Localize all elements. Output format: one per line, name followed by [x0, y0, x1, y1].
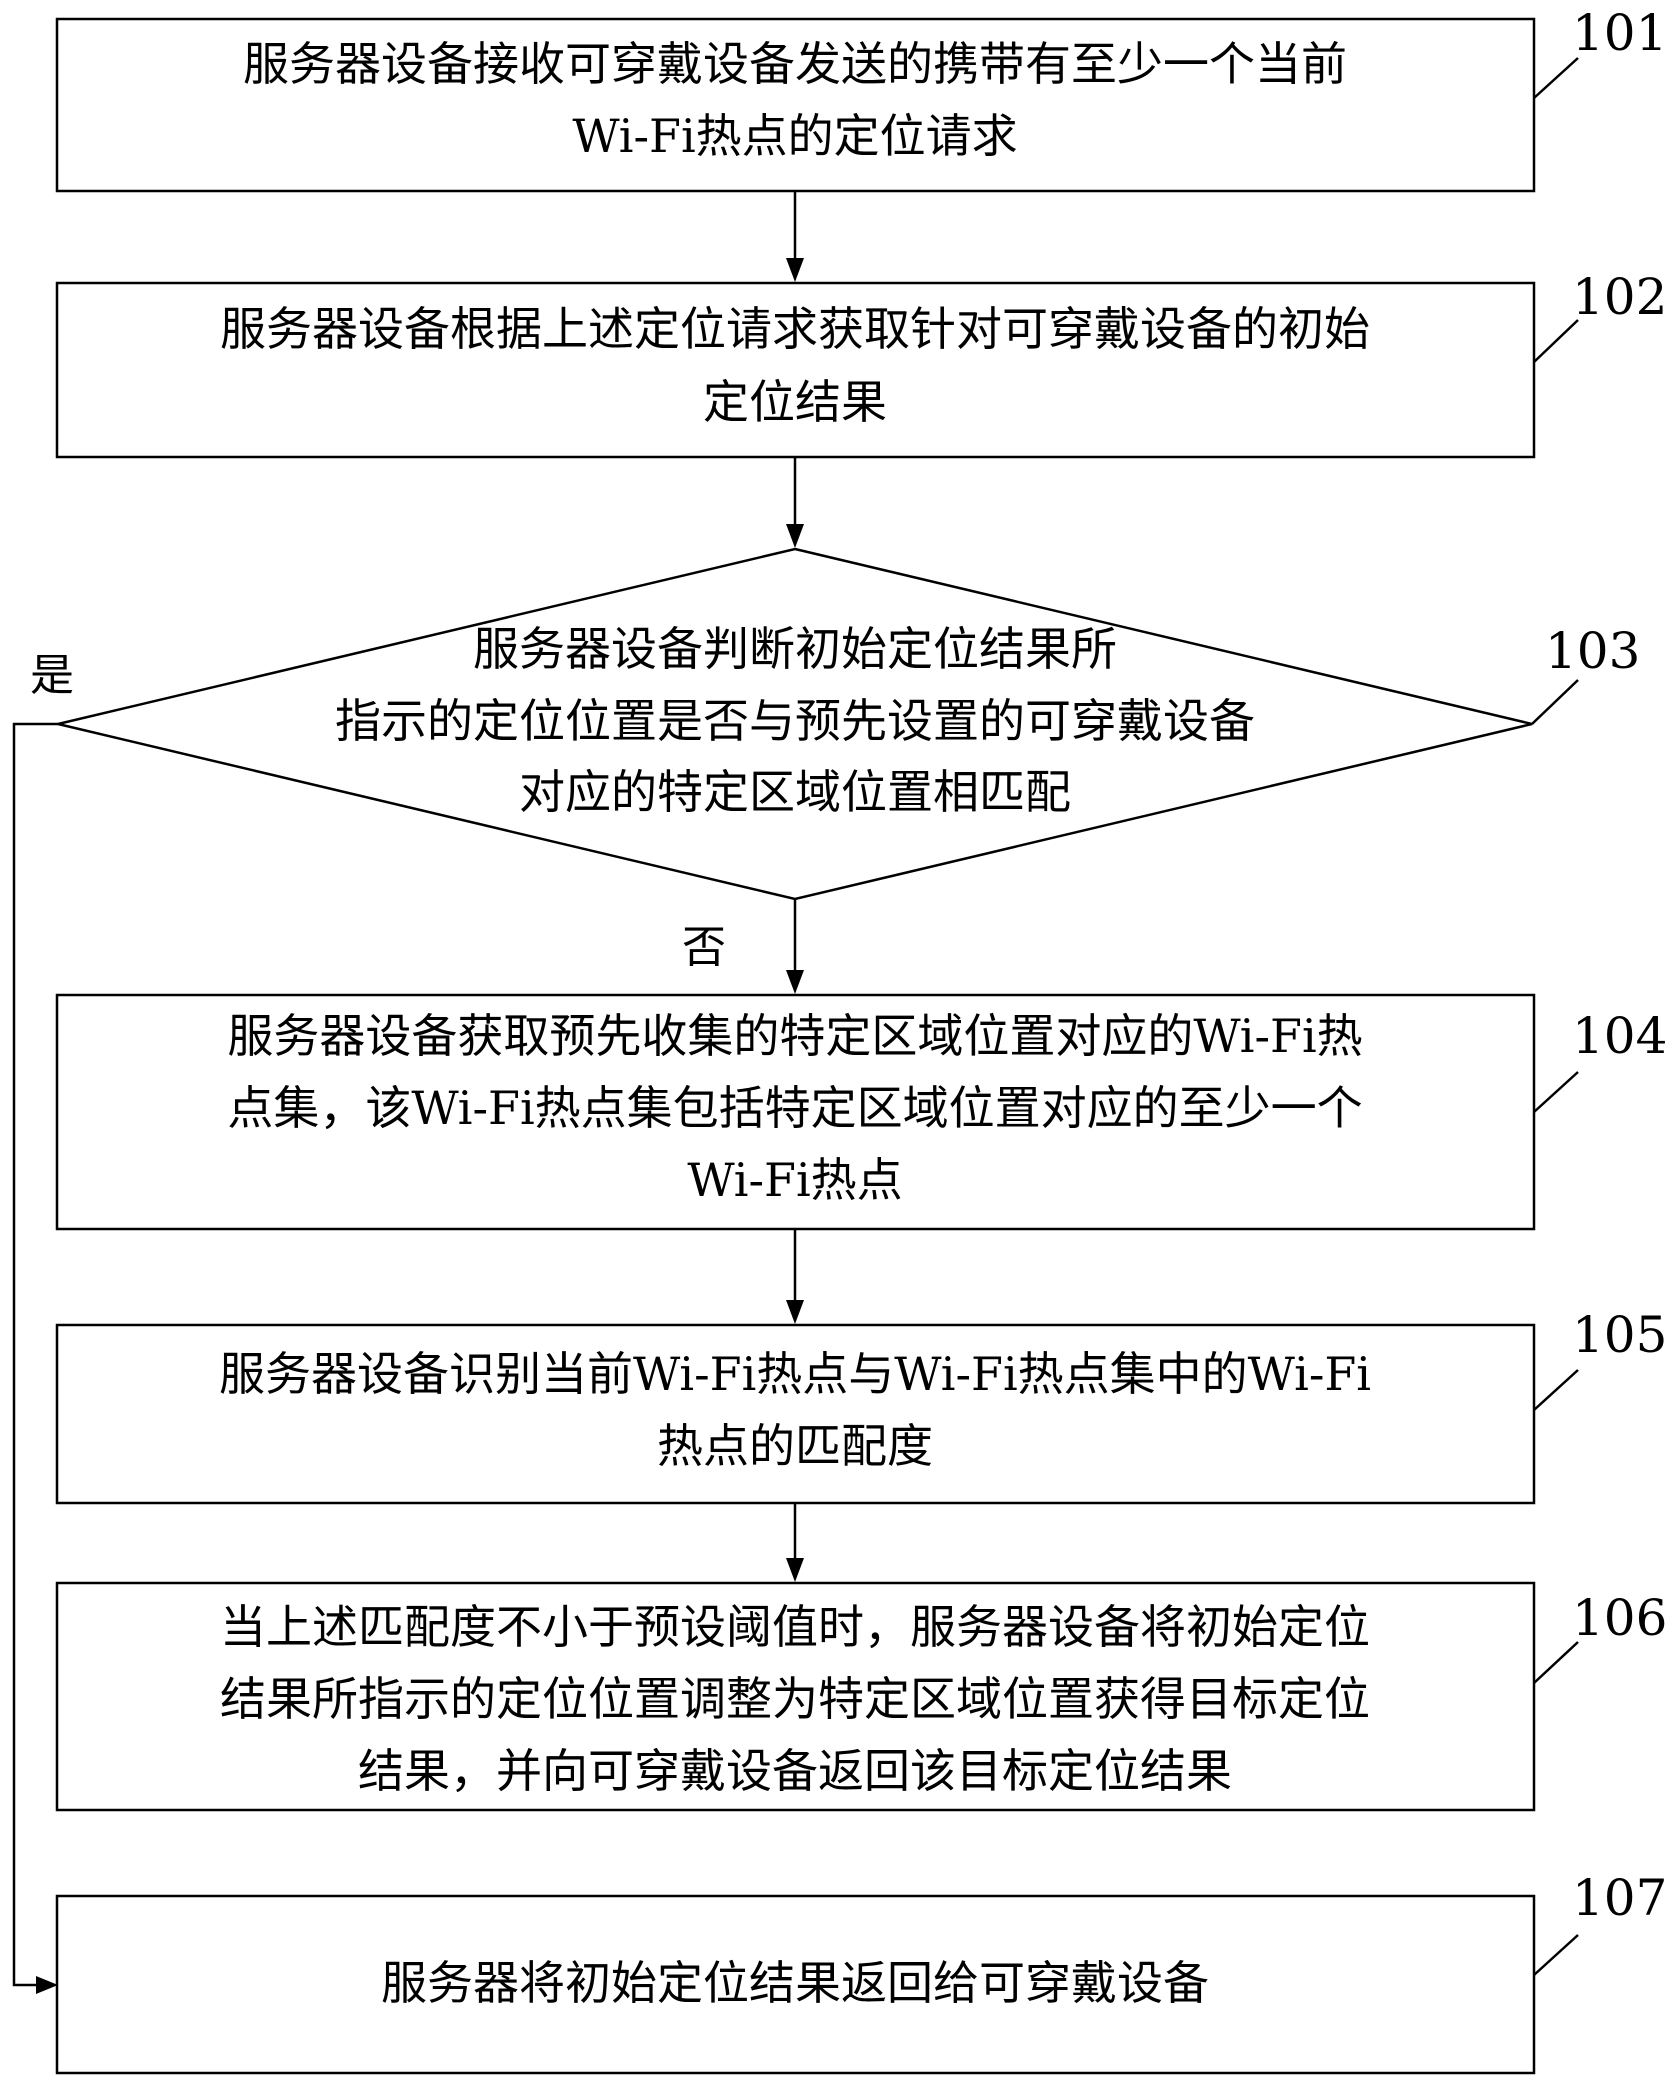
- decision-103: 服务器设备判断初始定位结果所 指示的定位位置是否与预先设置的可穿戴设备 对应的特…: [57, 547, 1533, 901]
- step-105-box: [55, 1323, 1536, 1505]
- step-101-line-2: Wi-Fi热点的定位请求: [572, 109, 1017, 163]
- decision-103-line-1: 服务器设备判断初始定位结果所: [473, 622, 1117, 676]
- step-104-box: [55, 993, 1536, 1231]
- step-105-number: 105: [1572, 1306, 1667, 1364]
- no-branch-label: 否: [682, 922, 726, 973]
- yes-branch-path: [12, 722, 58, 1987]
- step-105-line-2: 热点的匹配度: [657, 1419, 933, 1473]
- step-107-number: 107: [1572, 1869, 1667, 1927]
- arrow-105-106-head: [786, 1558, 804, 1582]
- yes-branch-arrowhead: [36, 1976, 58, 1994]
- step-106-box: [55, 1581, 1536, 1812]
- step-106-leader: [1533, 1641, 1579, 1684]
- step-101-line-1: 服务器设备接收可穿戴设备发送的携带有至少一个当前: [243, 37, 1347, 91]
- yes-branch-label: 是: [30, 650, 74, 701]
- step-106: 当上述匹配度不小于预设阈值时，服务器设备将初始定位 结果所指示的定位位置调整为特…: [55, 1581, 1536, 1812]
- step-105: 服务器设备识别当前Wi-Fi热点与Wi-Fi热点集中的Wi-Fi 热点的匹配度: [55, 1323, 1536, 1505]
- step-104-line-2: 点集，该Wi-Fi热点集包括特定区域位置对应的至少一个: [227, 1081, 1362, 1135]
- step-104-line-3: Wi-Fi热点: [687, 1153, 902, 1207]
- step-102-leader: [1533, 319, 1579, 363]
- step-102-line-2: 定位结果: [703, 375, 887, 429]
- step-106-line-2: 结果所指示的定位位置调整为特定区域位置获得目标定位: [220, 1672, 1370, 1726]
- decision-103-line-2: 指示的定位位置是否与预先设置的可穿戴设备: [335, 694, 1255, 748]
- step-102-box: [55, 281, 1536, 459]
- step-107-line-1: 服务器将初始定位结果返回给可穿戴设备: [381, 1956, 1209, 2010]
- step-105-line-1: 服务器设备识别当前Wi-Fi热点与Wi-Fi热点集中的Wi-Fi: [219, 1347, 1371, 1401]
- step-106-number: 106: [1572, 1589, 1667, 1647]
- step-101-number: 101: [1572, 4, 1667, 62]
- step-107-box: [55, 1894, 1536, 2075]
- arrow-103-104-head: [786, 970, 804, 994]
- step-104-line-1: 服务器设备获取预先收集的特定区域位置对应的Wi-Fi热: [227, 1009, 1362, 1063]
- arrow-104-105-head: [786, 1300, 804, 1324]
- step-104: 服务器设备获取预先收集的特定区域位置对应的Wi-Fi热 点集，该Wi-Fi热点集…: [55, 993, 1536, 1231]
- step-107-leader: [1533, 1934, 1579, 1976]
- step-105-leader: [1533, 1369, 1579, 1411]
- step-101-leader: [1533, 57, 1579, 99]
- step-107: 服务器将初始定位结果返回给可穿戴设备: [55, 1894, 1536, 2075]
- step-102-line-1: 服务器设备根据上述定位请求获取针对可穿戴设备的初始: [220, 302, 1370, 356]
- decision-103-number: 103: [1545, 622, 1640, 680]
- step-101: 服务器设备接收可穿戴设备发送的携带有至少一个当前 Wi-Fi热点的定位请求: [55, 17, 1536, 193]
- decision-103-leader: [1531, 679, 1579, 725]
- arrow-101-102-head: [786, 258, 804, 282]
- arrow-102-103-head: [786, 524, 804, 548]
- step-102-number: 102: [1572, 268, 1667, 326]
- step-104-leader: [1533, 1071, 1579, 1113]
- decision-103-line-3: 对应的特定区域位置相匹配: [519, 765, 1071, 819]
- step-106-line-3: 结果，并向可穿戴设备返回该目标定位结果: [358, 1744, 1232, 1798]
- step-101-box: [55, 17, 1536, 193]
- step-102: 服务器设备根据上述定位请求获取针对可穿戴设备的初始 定位结果: [55, 281, 1536, 459]
- step-106-line-1: 当上述匹配度不小于预设阈值时，服务器设备将初始定位: [220, 1600, 1370, 1654]
- step-104-number: 104: [1572, 1007, 1667, 1065]
